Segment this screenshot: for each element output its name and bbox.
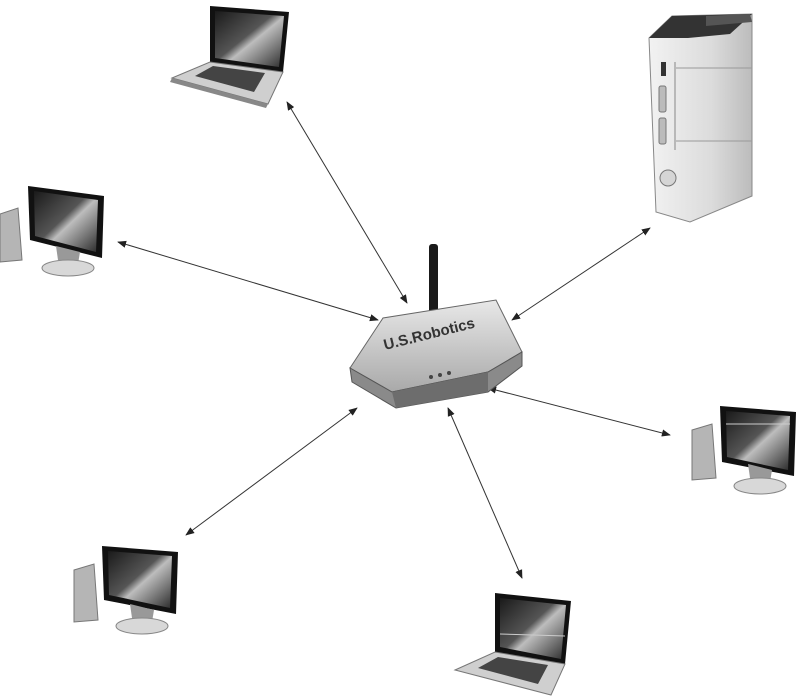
game-console xyxy=(648,13,753,223)
link-desktop-left xyxy=(117,240,379,322)
link-desktop-right xyxy=(487,386,671,437)
desktop-right xyxy=(691,406,796,495)
link-laptop-bottom xyxy=(447,407,523,579)
link-laptop-top xyxy=(286,101,408,304)
desktop-left xyxy=(0,186,104,277)
desktop-bottom-left xyxy=(73,546,178,635)
links-layer xyxy=(117,101,671,579)
laptop-bottom xyxy=(453,593,571,696)
laptop-top xyxy=(170,6,289,108)
router-status-lights xyxy=(429,371,451,379)
link-desktop-bottom-left xyxy=(185,407,358,536)
router-antenna xyxy=(429,244,438,316)
link-console-top-right xyxy=(511,227,651,321)
wireless-router: U.S.Robotics xyxy=(349,244,523,409)
